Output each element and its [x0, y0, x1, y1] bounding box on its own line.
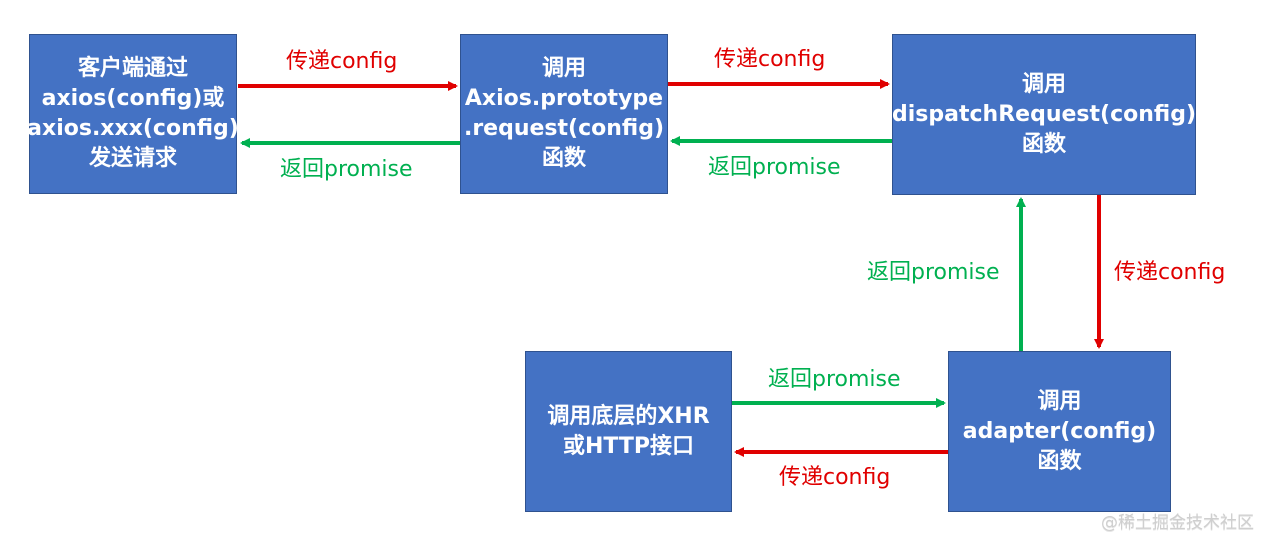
client-line-4: 发送请求	[88, 146, 177, 171]
dispatch-box: 调用 dispatchRequest(config) 函数	[892, 34, 1196, 195]
adapter-box: 调用 adapter(config) 函数	[948, 351, 1171, 512]
client-line-1: 客户端通过	[77, 56, 188, 81]
adapter-line-3: 函数	[1037, 448, 1082, 474]
label-adapter-to-dispatch: 返回promise	[867, 260, 1000, 285]
xhr-line-1: 调用底层的XHR	[547, 403, 710, 429]
label-request-to-client: 返回promise	[280, 157, 413, 182]
label-dispatch-to-request: 返回promise	[708, 155, 841, 180]
label-request-to-dispatch: 传递config	[714, 47, 826, 72]
xhr-box: 调用底层的XHR 或HTTP接口	[525, 351, 732, 512]
client-line-2: axios(config)或	[41, 86, 225, 111]
client-box: 客户端通过 axios(config)或 axios.xxx(config) 发…	[27, 34, 239, 194]
label-dispatch-to-adapter: 传递config	[1114, 260, 1226, 285]
request-line-2: Axios.prototype	[464, 86, 664, 111]
label-xhr-to-adapter: 返回promise	[768, 367, 901, 392]
adapter-line-2: adapter(config)	[962, 418, 1157, 444]
label-adapter-to-xhr: 传递config	[779, 465, 891, 490]
dispatch-line-1: 调用	[1021, 71, 1066, 97]
request-box: 调用 Axios.prototype .request(config) 函数	[460, 34, 668, 194]
request-line-4: 函数	[541, 146, 586, 171]
dispatch-line-3: 函数	[1021, 131, 1066, 157]
watermark: @稀土掘金技术社区	[1101, 513, 1254, 533]
request-line-1: 调用	[541, 56, 586, 81]
dispatch-line-2: dispatchRequest(config)	[892, 101, 1196, 127]
request-line-3: .request(config)	[463, 116, 665, 141]
adapter-line-1: 调用	[1037, 388, 1082, 414]
xhr-line-2: 或HTTP接口	[562, 433, 695, 459]
label-client-to-request: 传递config	[286, 49, 398, 74]
client-line-3: axios.xxx(config)	[27, 116, 239, 141]
